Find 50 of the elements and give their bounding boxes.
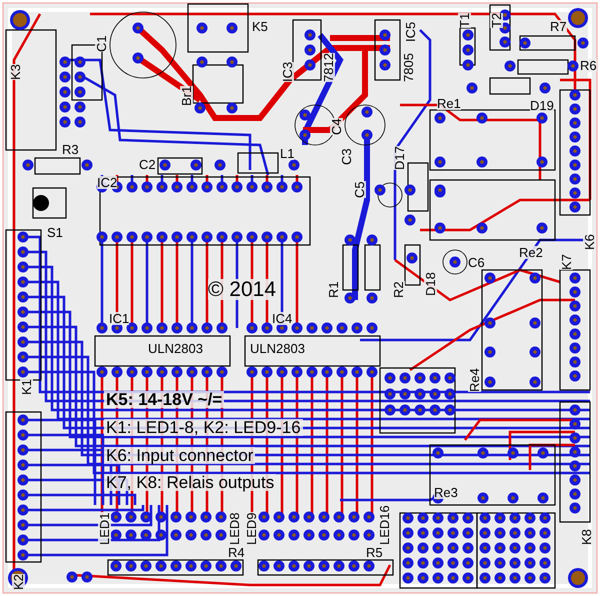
component-label: Re2 [519,246,543,259]
component-label: K2 [12,574,25,590]
copyright-note: © 2014 [208,279,276,300]
component-label: C2 [139,158,156,171]
component-label: Re4 [468,368,481,392]
component-label: IC3 [281,62,294,82]
component-label: L1 [280,147,294,160]
component-label: IC2 [97,176,118,189]
component-label: Br1 [180,86,193,106]
component-label: C3 [340,148,353,165]
component-label: IC5 [404,22,417,42]
component-label: C1 [95,35,108,52]
component-label: IC1 [109,312,130,325]
component-label: LED8 [228,512,241,545]
component-label: LED1 [98,512,111,545]
component-label: R4 [228,546,245,559]
component-label: K7 [560,254,573,270]
component-label: R7 [550,20,567,33]
component-label: C4 [330,118,343,135]
component-label: R1 [327,281,340,298]
component-label: Re3 [434,486,458,499]
component-label: R5 [366,546,383,559]
note-text: K5: 14-18V ~/= [104,391,224,408]
component-label: K1 [20,379,33,395]
component-label: S1 [47,226,63,239]
component-label: K6 [583,234,596,250]
component-label: Re1 [437,97,461,110]
component-label: LED16 [378,505,391,545]
component-label: D18 [424,272,437,296]
component-label: C6 [468,256,485,269]
component-label: T2 [490,12,503,28]
note-text: K7, K8: Relais outputs [104,474,276,491]
component-label: IC4 [272,312,292,325]
component-label: T1 [458,12,471,28]
component-label: R6 [580,59,597,72]
component-label: K5 [252,20,268,33]
component-label: R3 [62,143,79,156]
component-label: R2 [392,281,405,298]
note-text: K1: LED1-8, K2: LED9-16 [104,419,303,436]
component-label: ULN2803 [250,342,305,355]
component-label: 7805 [402,53,415,82]
component-label: 7812 [322,53,335,82]
component-label: K8 [580,529,593,545]
component-label: D19 [530,99,554,112]
component-label: LED9 [245,512,258,545]
component-label: K3 [9,64,22,80]
component-label: ULN2803 [148,342,203,355]
note-text: K6: Input connector [104,447,256,464]
component-label: C5 [353,181,366,198]
component-label: D17 [393,146,406,170]
